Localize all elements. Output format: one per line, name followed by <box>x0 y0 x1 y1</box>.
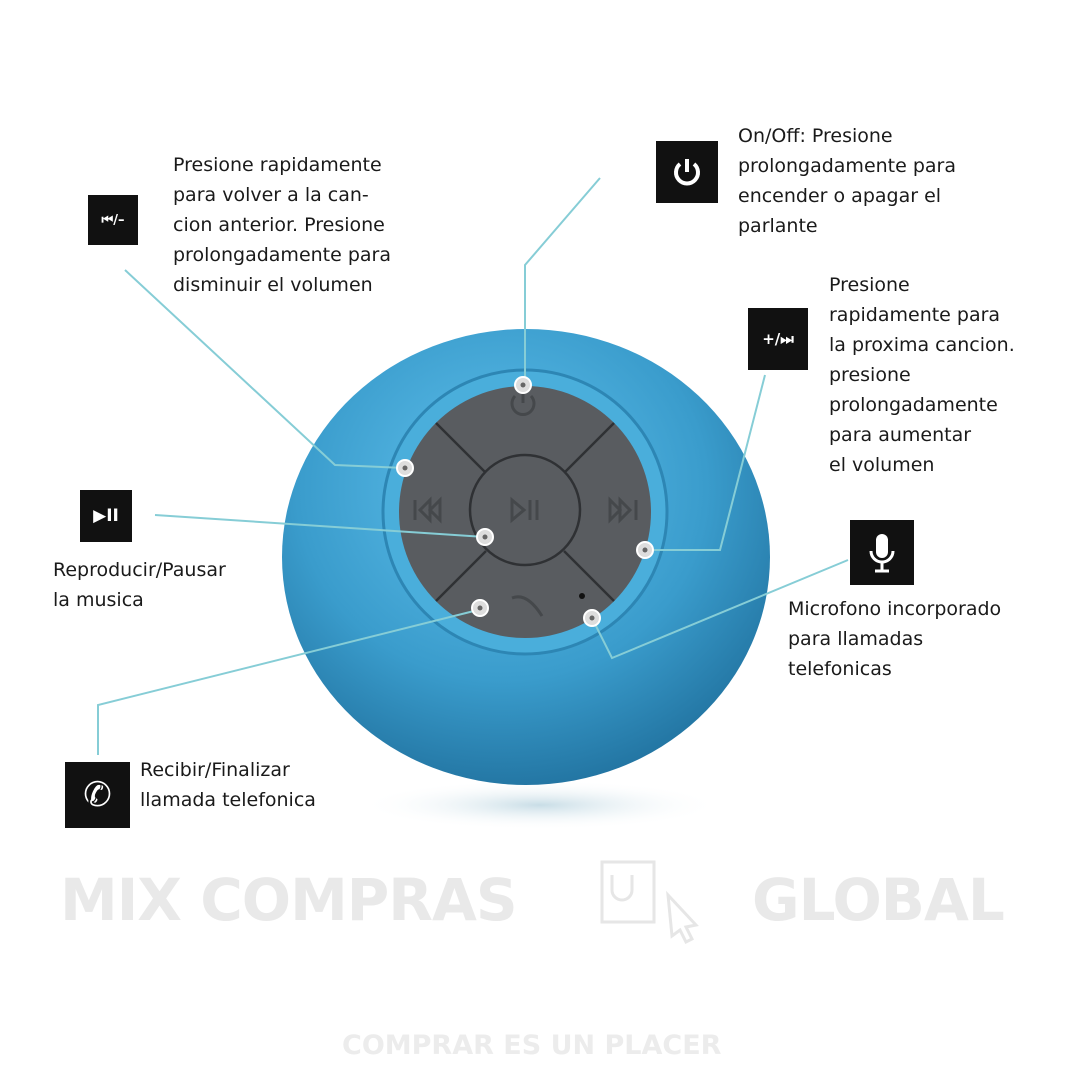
prev-icon-label: ⏮/– <box>101 212 125 228</box>
watermark-slogan: COMPRAR ES UN PLACER <box>342 1030 722 1061</box>
text-line: para llamadas <box>788 628 924 650</box>
text-line: encender o apagar el <box>738 185 942 207</box>
text-line: Reproducir/Pausar <box>53 559 226 581</box>
power-callout-text: On/Off: Presione prolongadamente para ence… <box>738 121 956 241</box>
pin-centers <box>402 382 648 621</box>
watermark-brand-right: GLOBAL <box>752 866 1005 934</box>
text-line: Presione <box>829 274 910 296</box>
mic-callout-text: Microfono incorporado para llamadas telefo… <box>788 594 1001 684</box>
text-line: la musica <box>53 589 144 611</box>
text-line: el volumen <box>829 454 935 476</box>
text-line: llamada telefonica <box>140 789 316 811</box>
prev-callout-text: Presione rapidamente para volver a la can… <box>173 150 391 300</box>
text-line: parlante <box>738 215 818 237</box>
prev-volume-down-icon: ⏮/– <box>88 195 138 245</box>
text-line: On/Off: Presione <box>738 125 893 147</box>
phone-callout-text: Recibir/Finalizar llamada telefonica <box>140 755 316 815</box>
text-line: para aumentar <box>829 424 972 446</box>
next-volume-up-icon: +/⏭ <box>748 308 808 370</box>
play-icon-label: ▶II <box>93 506 119 526</box>
text-line: prolongadamente <box>829 394 998 416</box>
text-line: disminuir el volumen <box>173 274 373 296</box>
text-line: cion anterior. Presione <box>173 214 385 236</box>
text-line: para volver a la can- <box>173 184 369 206</box>
text-line: Presione rapidamente <box>173 154 382 176</box>
speaker-shadow <box>360 780 720 830</box>
text-line: telefonicas <box>788 658 892 680</box>
text-line: prolongadamente para <box>173 244 392 266</box>
text-line: prolongadamente para <box>738 155 957 177</box>
next-callout-text: Presione rapidamente para la proxima canci… <box>829 270 1015 480</box>
watermark-brand-left: MIX COMPRAS <box>60 866 518 934</box>
play-callout-text: Reproducir/Pausar la musica <box>53 555 226 615</box>
leader-lines <box>97 177 849 755</box>
text-line: Recibir/Finalizar <box>140 759 290 781</box>
button-glyphs <box>413 388 638 617</box>
next-icon-label: +/⏭ <box>762 330 794 348</box>
mic-hole <box>579 593 585 599</box>
text-line: la proxima cancion. <box>829 334 1015 356</box>
phone-icon: ✆ <box>65 762 130 828</box>
play-pause-icon: ▶II <box>80 490 132 542</box>
watermark-bag-icon <box>600 860 699 945</box>
power-icon <box>656 141 718 203</box>
text-line: Microfono incorporado <box>788 598 1002 620</box>
text-line: presione <box>829 364 911 386</box>
microphone-icon <box>850 520 914 585</box>
button-dividers <box>435 422 615 602</box>
text-line: rapidamente para <box>829 304 1001 326</box>
